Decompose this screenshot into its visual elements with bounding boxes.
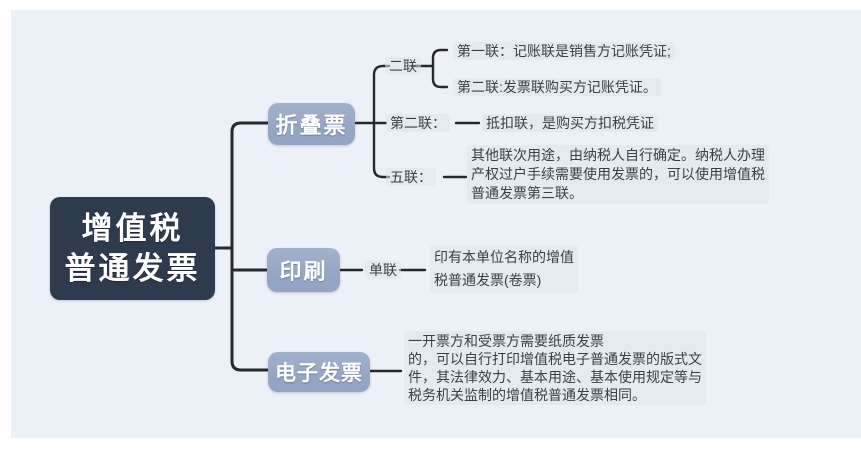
branch-node-printed: 印刷 [267, 248, 340, 292]
text-printed-desc: 印有本单位名称的增值 税普通发票(卷票) [430, 245, 578, 293]
text-five-lian-desc: 其他联次用途，由纳税人自行确定。纳税人办理 产权过户手续需要使用发票的，可以使用… [467, 145, 769, 204]
label-five-lian: 五联： [386, 168, 436, 186]
connector-two-lian-bracket [431, 48, 449, 89]
root-node-line1: 增值税 [81, 210, 184, 246]
connector-folded-trunk [372, 64, 391, 179]
text-deduction-copy-desc: 抵扣联，是购买方扣税凭证 [482, 114, 658, 132]
label-second-lian: 第二联： [386, 114, 450, 132]
root-node: 增值税 普通发票 [50, 197, 215, 300]
text-second-lian-invoice-desc: 第二联:发票联购买方记账凭证。 [453, 78, 661, 96]
branch-node-electronic-invoice: 电子发票 [268, 352, 370, 392]
connector-main-trunk [230, 121, 270, 372]
text-electronic-invoice-desc: 一开票方和受票方需要纸质发票 的，可以自行打印增值税电子普通发票的版式文 件，其… [404, 331, 706, 405]
root-node-line2: 普通发票 [64, 250, 201, 286]
label-dan-lian: 单联 [365, 261, 401, 279]
label-two-lian: 二联 [385, 57, 421, 75]
text-first-lian-desc: 第一联：记账联是销售方记账凭证; [453, 42, 675, 60]
branch-node-folded-ticket: 折叠票 [268, 103, 355, 145]
